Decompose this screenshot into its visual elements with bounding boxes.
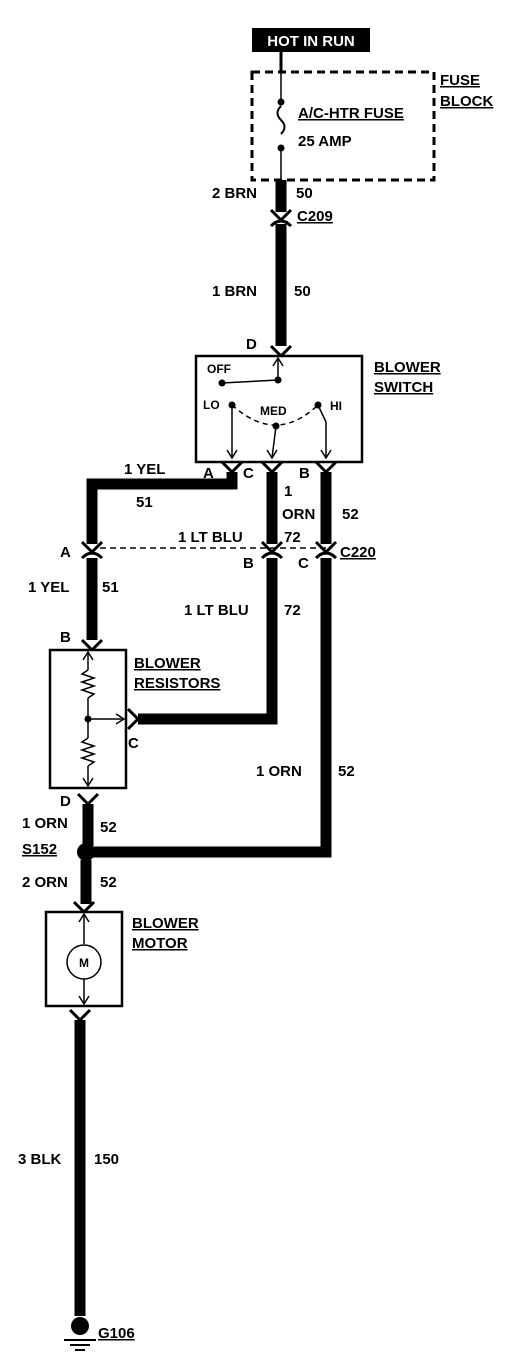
wire-1-yel-51-top: [86, 472, 238, 544]
blower-motor: M BLOWER MOTOR: [44, 900, 199, 1023]
fuse-block-title-1: FUSE: [440, 72, 480, 89]
fuse-element-icon: [276, 105, 286, 135]
orn-motor-circuit: 52: [100, 874, 117, 891]
ltblu-top-gauge: 1 LT BLU: [178, 529, 243, 546]
switch-pin-c: C: [243, 465, 254, 482]
fuse-block-title-2: BLOCK: [440, 93, 493, 110]
orn-res-gauge: 1 ORN: [22, 815, 68, 832]
c220-label: C220: [340, 544, 376, 561]
ltblu-top-circuit: 72: [284, 529, 301, 546]
orn-switch-circuit: 52: [342, 506, 359, 523]
blower-resistors-title-1: BLOWER: [134, 655, 201, 672]
resistors-pin-d: D: [60, 793, 71, 810]
orn-motor-gauge: 2 ORN: [22, 874, 68, 891]
wire-2-brn-gauge: 2 BRN: [212, 185, 257, 202]
blk-circuit: 150: [94, 1151, 119, 1168]
blower-switch: D OFF LO MED HI BLOWER SWITCH A C B: [194, 336, 441, 482]
switch-pin-b: B: [299, 465, 310, 482]
fuse-block: A/C-HTR FUSE 25 AMP FUSE BLOCK: [250, 52, 493, 182]
switch-pos-hi: HI: [330, 399, 342, 413]
resistors-pin-b: B: [60, 629, 71, 646]
s152-label: S152: [22, 841, 57, 858]
g106-label: G106: [98, 1325, 135, 1342]
c220-pin-b: B: [243, 555, 254, 572]
fuse-rating: 25 AMP: [298, 133, 352, 150]
c209-label: C209: [297, 208, 333, 225]
switch-pos-off: OFF: [207, 362, 231, 376]
s152-splice: [77, 843, 95, 861]
switch-pos-med: MED: [260, 404, 287, 418]
orn-long-gauge: 1 ORN: [256, 763, 302, 780]
blk-gauge: 3 BLK: [18, 1151, 62, 1168]
yel-mid-gauge: 1 YEL: [28, 579, 69, 596]
hot-in-run-header: HOT IN RUN: [252, 28, 370, 52]
resistor-lower-icon: [79, 737, 97, 767]
c220-pin-a: A: [60, 544, 71, 561]
ltblu-mid-gauge: 1 LT BLU: [184, 602, 249, 619]
wire-1-lt-blu-72-mid: [138, 558, 278, 725]
switch-pin-a: A: [203, 465, 214, 482]
orn-switch-gauge-1: 1: [284, 483, 292, 500]
orn-switch-gauge-2: ORN: [282, 506, 315, 523]
c220-connector: A B C C220: [60, 540, 376, 572]
wire-1-brn-circuit: 50: [294, 283, 311, 300]
wire-2-brn-circuit: 50: [296, 185, 313, 202]
blower-motor-title-2: MOTOR: [132, 935, 188, 952]
motor-symbol: M: [79, 956, 89, 970]
yel-mid-circuit: 51: [102, 579, 119, 596]
yel-top-gauge: 1 YEL: [124, 461, 165, 478]
switch-pos-lo: LO: [203, 398, 220, 412]
blower-switch-title-2: SWITCH: [374, 379, 433, 396]
wire-1-brn-gauge: 1 BRN: [212, 283, 257, 300]
hot-in-run-label: HOT IN RUN: [267, 33, 355, 50]
c220-pin-c: C: [298, 555, 309, 572]
wire-1-orn-52-long: [86, 558, 332, 858]
c209-connector: [269, 208, 293, 228]
blower-resistors: B C BLOWER RESISTORS D: [48, 629, 220, 810]
blower-motor-title-1: BLOWER: [132, 915, 199, 932]
resistors-pin-c: C: [128, 735, 139, 752]
orn-long-circuit: 52: [338, 763, 355, 780]
blower-switch-title-1: BLOWER: [374, 359, 441, 376]
blower-resistors-title-2: RESISTORS: [134, 675, 220, 692]
ground-g106: G106: [64, 1317, 135, 1351]
ltblu-mid-circuit: 72: [284, 602, 301, 619]
fuse-name: A/C-HTR FUSE: [298, 105, 404, 122]
orn-res-circuit: 52: [100, 819, 117, 836]
switch-pin-d: D: [246, 336, 257, 353]
resistor-upper-icon: [79, 669, 97, 699]
yel-top-circuit: 51: [136, 494, 153, 511]
